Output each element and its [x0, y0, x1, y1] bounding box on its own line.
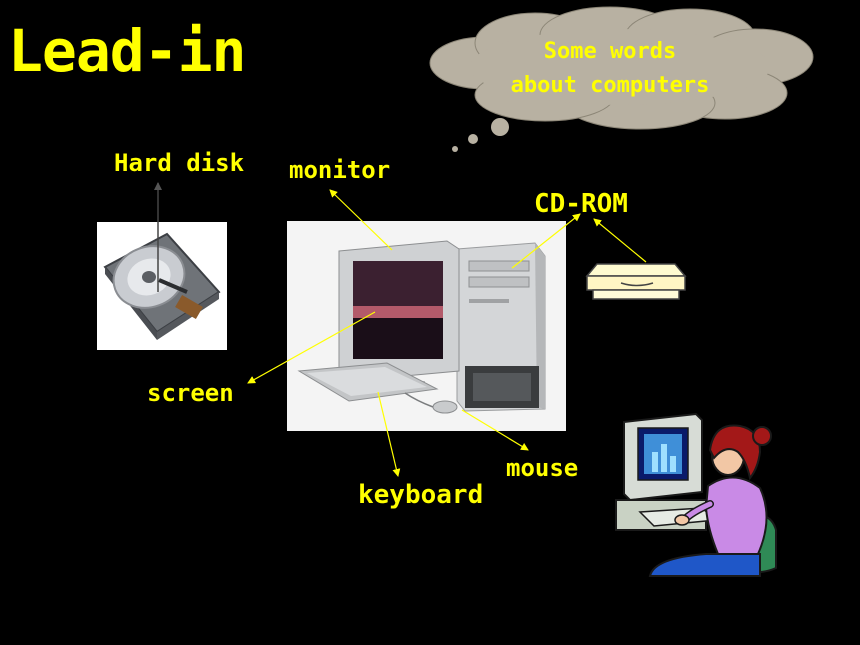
- label-cd-rom: CD-ROM: [534, 189, 628, 219]
- label-screen: screen: [147, 379, 234, 407]
- label-mouse: mouse: [506, 454, 579, 482]
- cd-rom-arrow-1: [511, 213, 581, 269]
- label-monitor: monitor: [289, 156, 391, 184]
- thought-cloud: [429, 6, 814, 152]
- mouse-arrow: [461, 409, 529, 451]
- computer-image: [287, 221, 566, 431]
- slide-title: Lead-in: [8, 17, 246, 85]
- cd-rom-drive-image: [585, 263, 687, 300]
- cloud-line-1: Some words: [543, 39, 677, 64]
- cd-rom-arrow-2: [593, 218, 647, 263]
- cloud-line-2: about computers: [510, 73, 710, 98]
- keyboard-arrow: [377, 391, 401, 477]
- monitor-arrow: [329, 189, 393, 251]
- hard-disk-image: [97, 222, 227, 350]
- label-hard-disk: Hard disk: [114, 149, 245, 177]
- screen-arrow: [247, 311, 376, 384]
- cloud-text: Some words about computers: [470, 35, 750, 103]
- woman-at-computer-clipart: [615, 412, 777, 577]
- label-keyboard: keyboard: [358, 480, 484, 510]
